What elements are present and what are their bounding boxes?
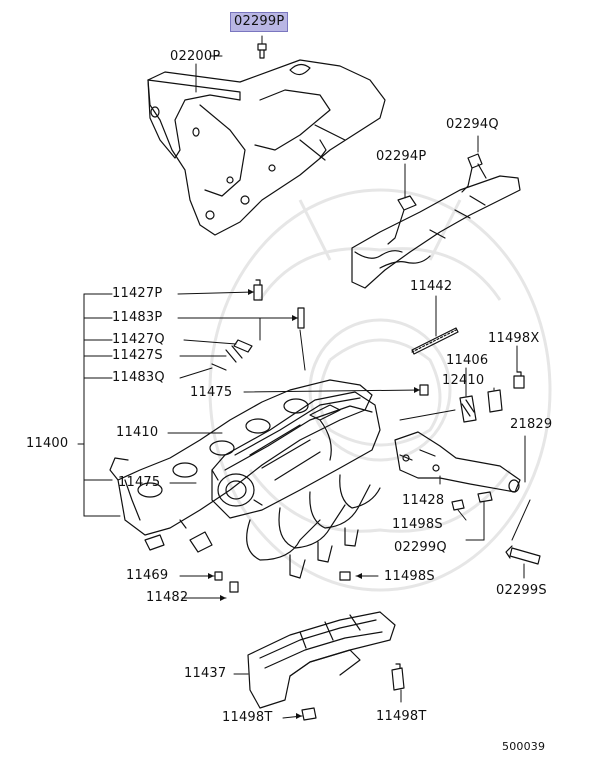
- part-label-02299Q[interactable]: 02299Q: [394, 540, 447, 555]
- part-label-11498S-lower[interactable]: 11498S: [384, 569, 435, 584]
- part-label-02200P[interactable]: 02200P: [170, 49, 221, 64]
- leader-lines: [77, 35, 531, 719]
- figure-code: 500039: [502, 740, 546, 753]
- part-label-11475-lower[interactable]: 11475: [118, 475, 161, 490]
- part-label-11442[interactable]: 11442: [410, 279, 453, 294]
- fuel-rail-bracket: [351, 153, 521, 289]
- upper-manifold-cover: [147, 43, 386, 236]
- part-label-11410[interactable]: 11410: [116, 425, 159, 440]
- part-label-11428[interactable]: 11428: [402, 493, 445, 508]
- part-label-11427S[interactable]: 11427S: [112, 348, 163, 363]
- part-label-11400[interactable]: 11400: [26, 436, 69, 451]
- part-label-11498X[interactable]: 11498X: [488, 331, 540, 346]
- watermark-emblem: [208, 188, 552, 592]
- lower-manifold-cover: [247, 611, 405, 721]
- part-label-11483Q[interactable]: 11483Q: [112, 370, 165, 385]
- manifold-stay: [394, 431, 541, 565]
- part-label-11483P[interactable]: 11483P: [112, 310, 163, 325]
- part-label-12410[interactable]: 12410: [442, 373, 485, 388]
- stay-rod-and-brackets: [411, 327, 525, 423]
- part-label-02299P-highlighted[interactable]: 02299P: [230, 12, 289, 32]
- part-label-11437[interactable]: 11437: [184, 666, 227, 681]
- part-label-21829[interactable]: 21829: [510, 417, 553, 432]
- part-label-11427P[interactable]: 11427P: [112, 286, 163, 301]
- part-label-02294Q[interactable]: 02294Q: [446, 117, 499, 132]
- part-label-02299S[interactable]: 02299S: [496, 583, 547, 598]
- part-label-11427Q[interactable]: 11427Q: [112, 332, 165, 347]
- part-label-11482[interactable]: 11482: [146, 590, 189, 605]
- part-label-11498T-right[interactable]: 11498T: [376, 709, 427, 724]
- part-label-11406[interactable]: 11406: [446, 353, 489, 368]
- part-label-11498T-left[interactable]: 11498T: [222, 710, 273, 725]
- part-label-02294P[interactable]: 02294P: [376, 149, 427, 164]
- part-label-11469[interactable]: 11469: [126, 568, 169, 583]
- intake-manifold-body: [109, 379, 381, 579]
- part-label-11475-upper[interactable]: 11475: [190, 385, 233, 400]
- part-label-11498S-upper[interactable]: 11498S: [392, 517, 443, 532]
- leader-arrowheads: [208, 289, 420, 719]
